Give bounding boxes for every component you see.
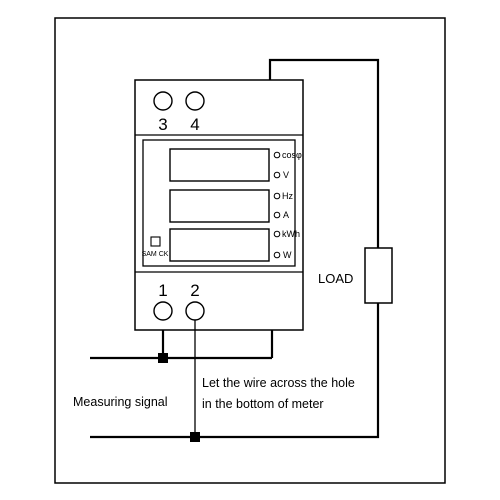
led-kwh	[273, 230, 281, 238]
sam-ck-button	[150, 236, 161, 247]
terminal-4-label: 4	[190, 115, 199, 134]
wire-load-to-neutral	[90, 303, 380, 439]
display-panel	[142, 139, 296, 267]
outer-frame	[54, 17, 446, 484]
measuring-signal-label: Measuring signal	[73, 395, 168, 409]
junction-block-1	[158, 353, 168, 363]
meter-housing	[134, 79, 304, 331]
display-1	[169, 148, 270, 182]
terminal-2-label: 2	[190, 281, 199, 300]
indicator-hz: Hz	[282, 191, 293, 201]
junction-block-2	[190, 432, 200, 442]
terminal-3-hole	[153, 91, 173, 111]
led-a	[273, 211, 281, 219]
indicator-a: A	[283, 210, 289, 220]
terminal-1-hole	[153, 301, 173, 321]
terminal-1-label: 1	[158, 281, 167, 300]
instruction-line-2: in the bottom of meter	[202, 397, 324, 411]
led-w	[273, 251, 281, 259]
load-resistor	[364, 247, 393, 304]
display-2	[169, 189, 270, 223]
indicator-kwh: kWh	[282, 229, 300, 239]
meter-body: 3 4 cosφ V Hz A kWh W SAM CK 1 2	[134, 79, 304, 331]
terminal-4-hole	[185, 91, 205, 111]
led-v	[273, 171, 281, 179]
sam-ck-label: SAM CK	[142, 251, 169, 258]
led-cosphi	[273, 151, 281, 159]
wire-terminal4-to-load	[268, 58, 380, 248]
display-3	[169, 228, 270, 262]
led-hz	[273, 192, 281, 200]
indicator-v: V	[283, 170, 289, 180]
indicator-cosphi: cosφ	[282, 150, 302, 160]
indicator-w: W	[283, 250, 292, 260]
load-label: LOAD	[318, 271, 353, 286]
terminal-3-label: 3	[158, 115, 167, 134]
instruction-line-1: Let the wire across the hole	[202, 376, 355, 390]
